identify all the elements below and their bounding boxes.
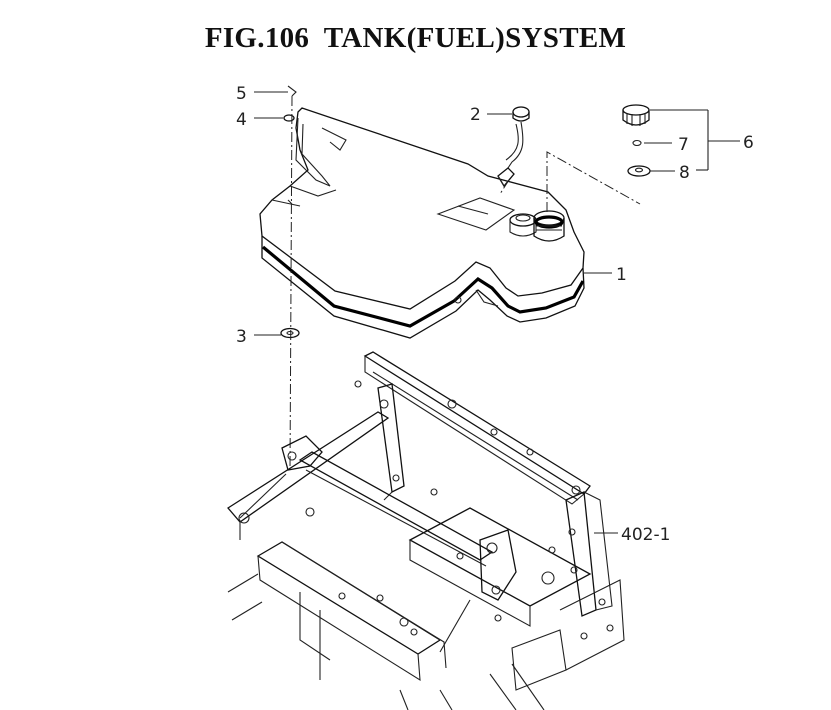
callout-8: 8: [679, 163, 690, 183]
fuel-cap-assembly: [622, 104, 651, 177]
fuel-tank: [259, 107, 585, 339]
callout-labels: 5 4 3 2 1 6 7 8 402-1: [236, 84, 754, 545]
frame-fasteners: [305, 380, 614, 640]
assembly-lines: [289, 95, 641, 471]
callout-3: 3: [236, 327, 247, 347]
callout-leaders: [254, 91, 740, 534]
callout-4: 4: [236, 110, 247, 130]
callout-1: 1: [616, 265, 627, 285]
mounting-hardware: [280, 85, 300, 339]
fuel-gauge: [497, 106, 530, 188]
callout-2: 2: [470, 105, 481, 125]
callout-7: 7: [678, 135, 689, 155]
callout-6: 6: [743, 133, 754, 153]
chassis-frame: [227, 351, 625, 710]
callout-402-1: 402-1: [621, 525, 670, 545]
figure-title: FIG.106 TANK(FUEL)SYSTEM: [204, 22, 627, 54]
callout-5: 5: [236, 84, 247, 104]
